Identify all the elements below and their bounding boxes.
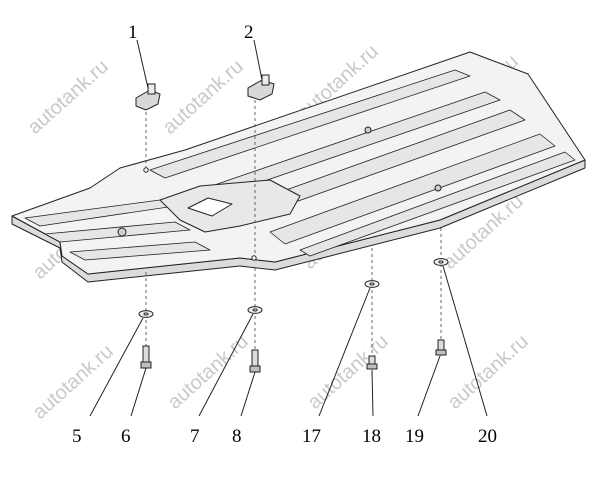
- leader-line: [371, 369, 374, 417]
- rib: [269, 133, 556, 245]
- watermark-text: autotank.ru: [29, 340, 118, 423]
- leader-line: [442, 265, 488, 417]
- watermark-text: autotank.ru: [159, 55, 248, 138]
- plate-center-bump: [159, 179, 301, 233]
- watermark-text: autotank.ru: [164, 330, 253, 413]
- leader-line: [318, 287, 371, 417]
- bolts: [140, 339, 447, 373]
- bracket-tab: [147, 83, 156, 95]
- leader-line: [89, 317, 144, 417]
- callout-labels: 1 2 5 6 7 8 17 18 19 20: [72, 22, 497, 447]
- bolt-head: [366, 363, 378, 370]
- rib: [69, 241, 211, 261]
- washer-hole: [369, 282, 375, 286]
- washer-17: [364, 280, 380, 288]
- bolt-19: [435, 339, 447, 356]
- callout-18: 18: [362, 426, 381, 447]
- mounting-hole: [143, 167, 149, 173]
- callout-1: 1: [128, 22, 138, 43]
- callout-7: 7: [190, 426, 200, 447]
- bolt-head: [140, 361, 152, 369]
- leader-line: [130, 367, 147, 417]
- leader-line: [417, 355, 441, 417]
- bracket-part-1: [135, 83, 161, 111]
- watermark-text: autotank.ru: [24, 55, 113, 138]
- rib: [149, 69, 471, 179]
- bracket-part-2: [247, 74, 275, 101]
- bolt-6: [140, 345, 152, 369]
- washer-7: [247, 306, 263, 314]
- washer-5: [138, 310, 154, 318]
- watermark-text: autotank.ru: [444, 330, 533, 413]
- bolt-head: [249, 365, 261, 373]
- mounting-boss: [434, 184, 442, 192]
- leader-line: [198, 313, 254, 417]
- mounting-hole: [251, 255, 257, 261]
- callout-17: 17: [302, 426, 321, 447]
- callout-5: 5: [72, 426, 82, 447]
- bracket-body: [247, 79, 275, 101]
- washer-20: [433, 258, 449, 266]
- callout-2: 2: [244, 22, 254, 43]
- leader-lines: [89, 39, 488, 417]
- skid-plate: [11, 51, 586, 283]
- leader-line: [253, 39, 263, 81]
- washer-hole: [252, 308, 258, 312]
- plate-center-opening: [187, 197, 233, 217]
- bolt-18: [366, 355, 378, 370]
- washer-hole: [438, 260, 444, 264]
- bolt-8: [249, 349, 261, 373]
- callout-8: 8: [232, 426, 242, 447]
- washer-hole: [143, 312, 149, 316]
- bracket-tab: [261, 74, 270, 86]
- plate-ribs: [24, 69, 576, 261]
- washers: [138, 258, 449, 318]
- rib: [299, 151, 576, 257]
- bolt-shank: [142, 345, 150, 365]
- callout-6: 6: [121, 426, 131, 447]
- mounting-boss: [117, 227, 127, 237]
- bolt-head: [435, 349, 447, 356]
- bolt-shank: [251, 349, 259, 369]
- leader-line: [136, 39, 149, 89]
- mounting-boss: [364, 126, 372, 134]
- callout-19: 19: [405, 426, 424, 447]
- leader-line: [240, 371, 256, 417]
- callout-20: 20: [478, 426, 497, 447]
